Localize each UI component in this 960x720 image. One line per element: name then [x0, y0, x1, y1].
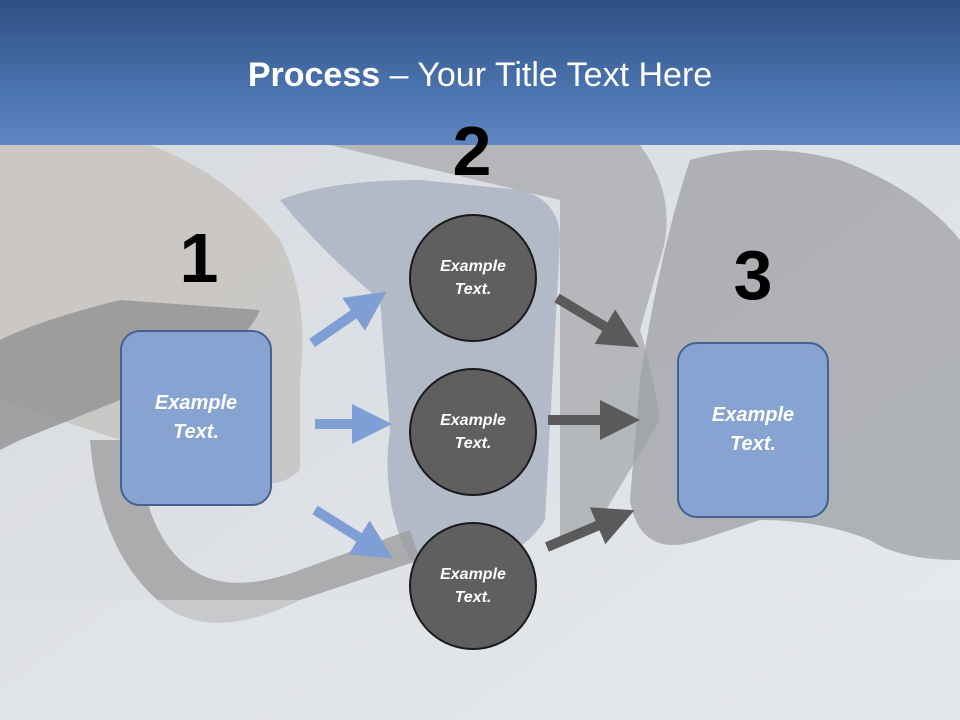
circle-bottom-line-1: Example [440, 566, 506, 583]
arrow-top-to-3 [554, 293, 640, 348]
circle-middle-line-2: Text. [454, 435, 492, 452]
circle-middle-line-1: Example [440, 412, 506, 429]
circle-top-line-2: Text. [454, 281, 492, 298]
arrow-bottom-to-3 [545, 507, 635, 552]
step-1-text-line-2: Text. [173, 421, 219, 443]
circle-top-line-1: Example [440, 258, 506, 275]
slide-title: Process – Your Title Text Here [0, 52, 960, 98]
step-3-number: 3 [733, 236, 773, 314]
step-1-number: 1 [179, 219, 219, 297]
step-3-text-line-2: Text. [730, 433, 776, 455]
title-rest: – Your Title Text Here [380, 56, 713, 94]
arrow-1-to-bottom [312, 505, 393, 559]
step-2-number: 2 [452, 112, 492, 190]
circle-bottom-line-2: Text. [454, 589, 492, 606]
title-bold: Process [247, 56, 381, 94]
title-bar [0, 0, 960, 145]
step-3-text-line-1: Example [711, 404, 795, 426]
arrow-1-to-top [309, 291, 387, 348]
step-1-text-line-1: Example [154, 392, 238, 414]
